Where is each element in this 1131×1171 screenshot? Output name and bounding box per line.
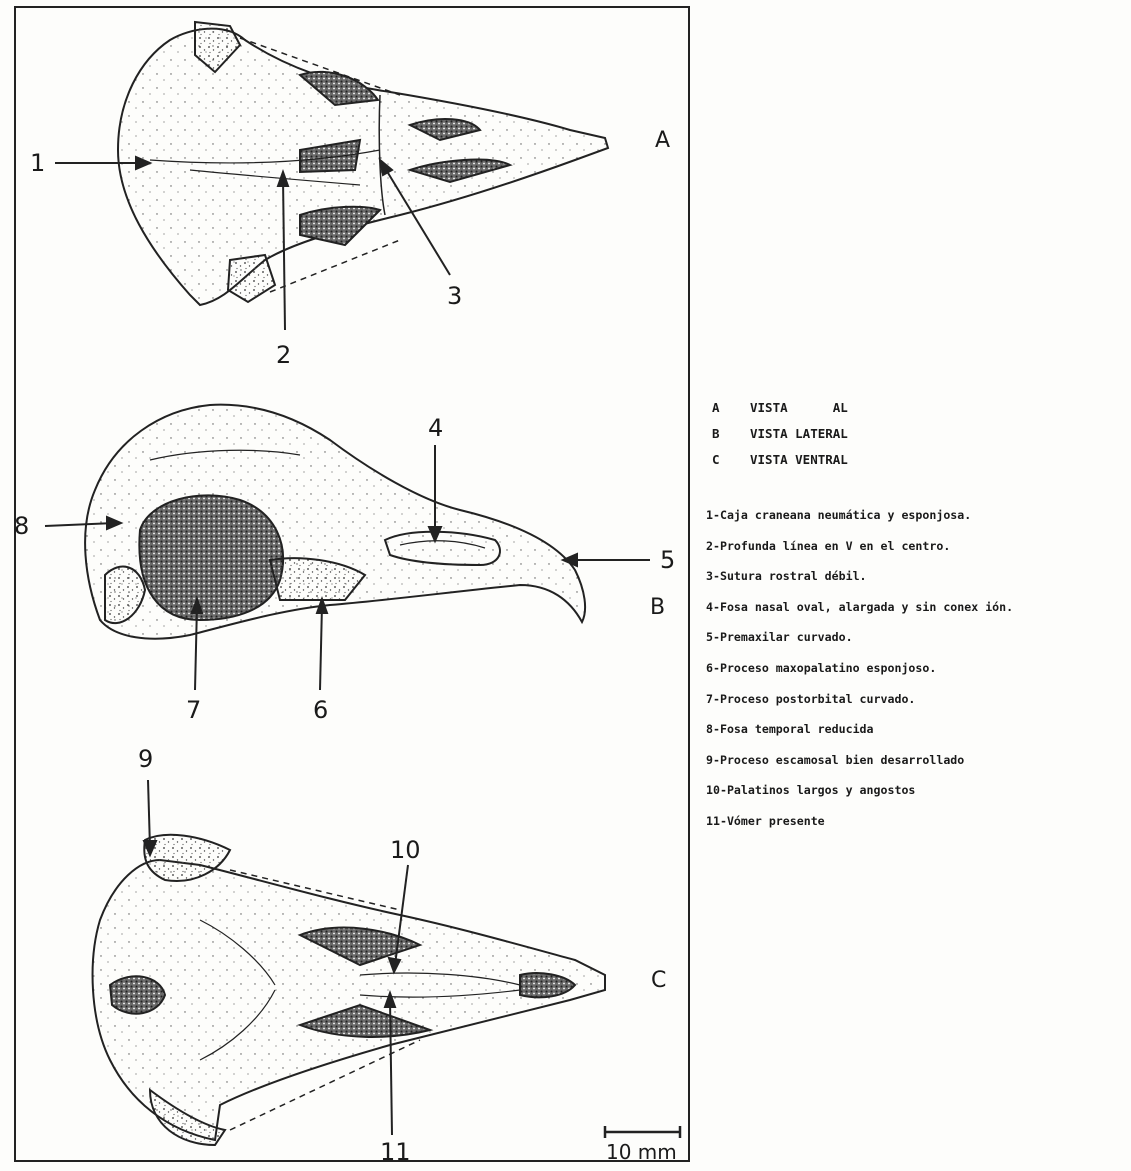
callout-7: 7	[186, 698, 201, 722]
view-code: C	[712, 447, 750, 473]
legend-item: 3-Sutura rostral débil.	[706, 561, 1013, 592]
callout-11: 11	[380, 1140, 411, 1164]
legend-item: 9-Proceso escamosal bien desarrollado	[706, 745, 1013, 776]
legend-item: 11-Vómer presente	[706, 806, 1013, 837]
legend-item: 1-Caja craneana neumática y esponjosa.	[706, 500, 1013, 531]
view-legend: A VISTA AL B VISTA LATERAL C VISTA VENTR…	[712, 395, 848, 473]
callout-3: 3	[447, 284, 462, 308]
skull-view-b	[85, 405, 585, 639]
scale-bar	[605, 1126, 680, 1138]
view-code: A	[712, 395, 750, 421]
skull-view-a	[118, 22, 608, 305]
legend-item: 5-Premaxilar curvado.	[706, 622, 1013, 653]
legend-item: 4-Fosa nasal oval, alargada y sin conex …	[706, 592, 1013, 623]
view-letter-b: B	[650, 597, 665, 619]
view-label: VISTA AL	[750, 395, 848, 421]
callout-1: 1	[30, 151, 45, 175]
callout-5: 5	[660, 548, 675, 572]
callout-2: 2	[276, 343, 291, 367]
callout-8: 8	[14, 514, 29, 538]
callout-9: 9	[138, 747, 153, 771]
view-legend-row: B VISTA LATERAL	[712, 421, 848, 447]
view-legend-row: C VISTA VENTRAL	[712, 447, 848, 473]
view-label: VISTA VENTRAL	[750, 447, 848, 473]
skull-view-c	[93, 835, 605, 1145]
feature-legend: 1-Caja craneana neumática y esponjosa. 2…	[706, 500, 1013, 837]
legend-item: 10-Palatinos largos y angostos	[706, 775, 1013, 806]
legend-item: 8-Fosa temporal reducida	[706, 714, 1013, 745]
legend-item: 7-Proceso postorbital curvado.	[706, 684, 1013, 715]
callout-4: 4	[428, 416, 443, 440]
view-label: VISTA LATERAL	[750, 421, 848, 447]
view-legend-row: A VISTA AL	[712, 395, 848, 421]
callout-6: 6	[313, 698, 328, 722]
view-letter-c: C	[651, 970, 666, 992]
view-code: B	[712, 421, 750, 447]
view-letter-a: A	[655, 130, 670, 152]
scale-bar-label: 10 mm	[606, 1140, 677, 1164]
legend-item: 2-Profunda línea en V en el centro.	[706, 531, 1013, 562]
callout-10: 10	[390, 838, 421, 862]
legend-item: 6-Proceso maxopalatino esponjoso.	[706, 653, 1013, 684]
